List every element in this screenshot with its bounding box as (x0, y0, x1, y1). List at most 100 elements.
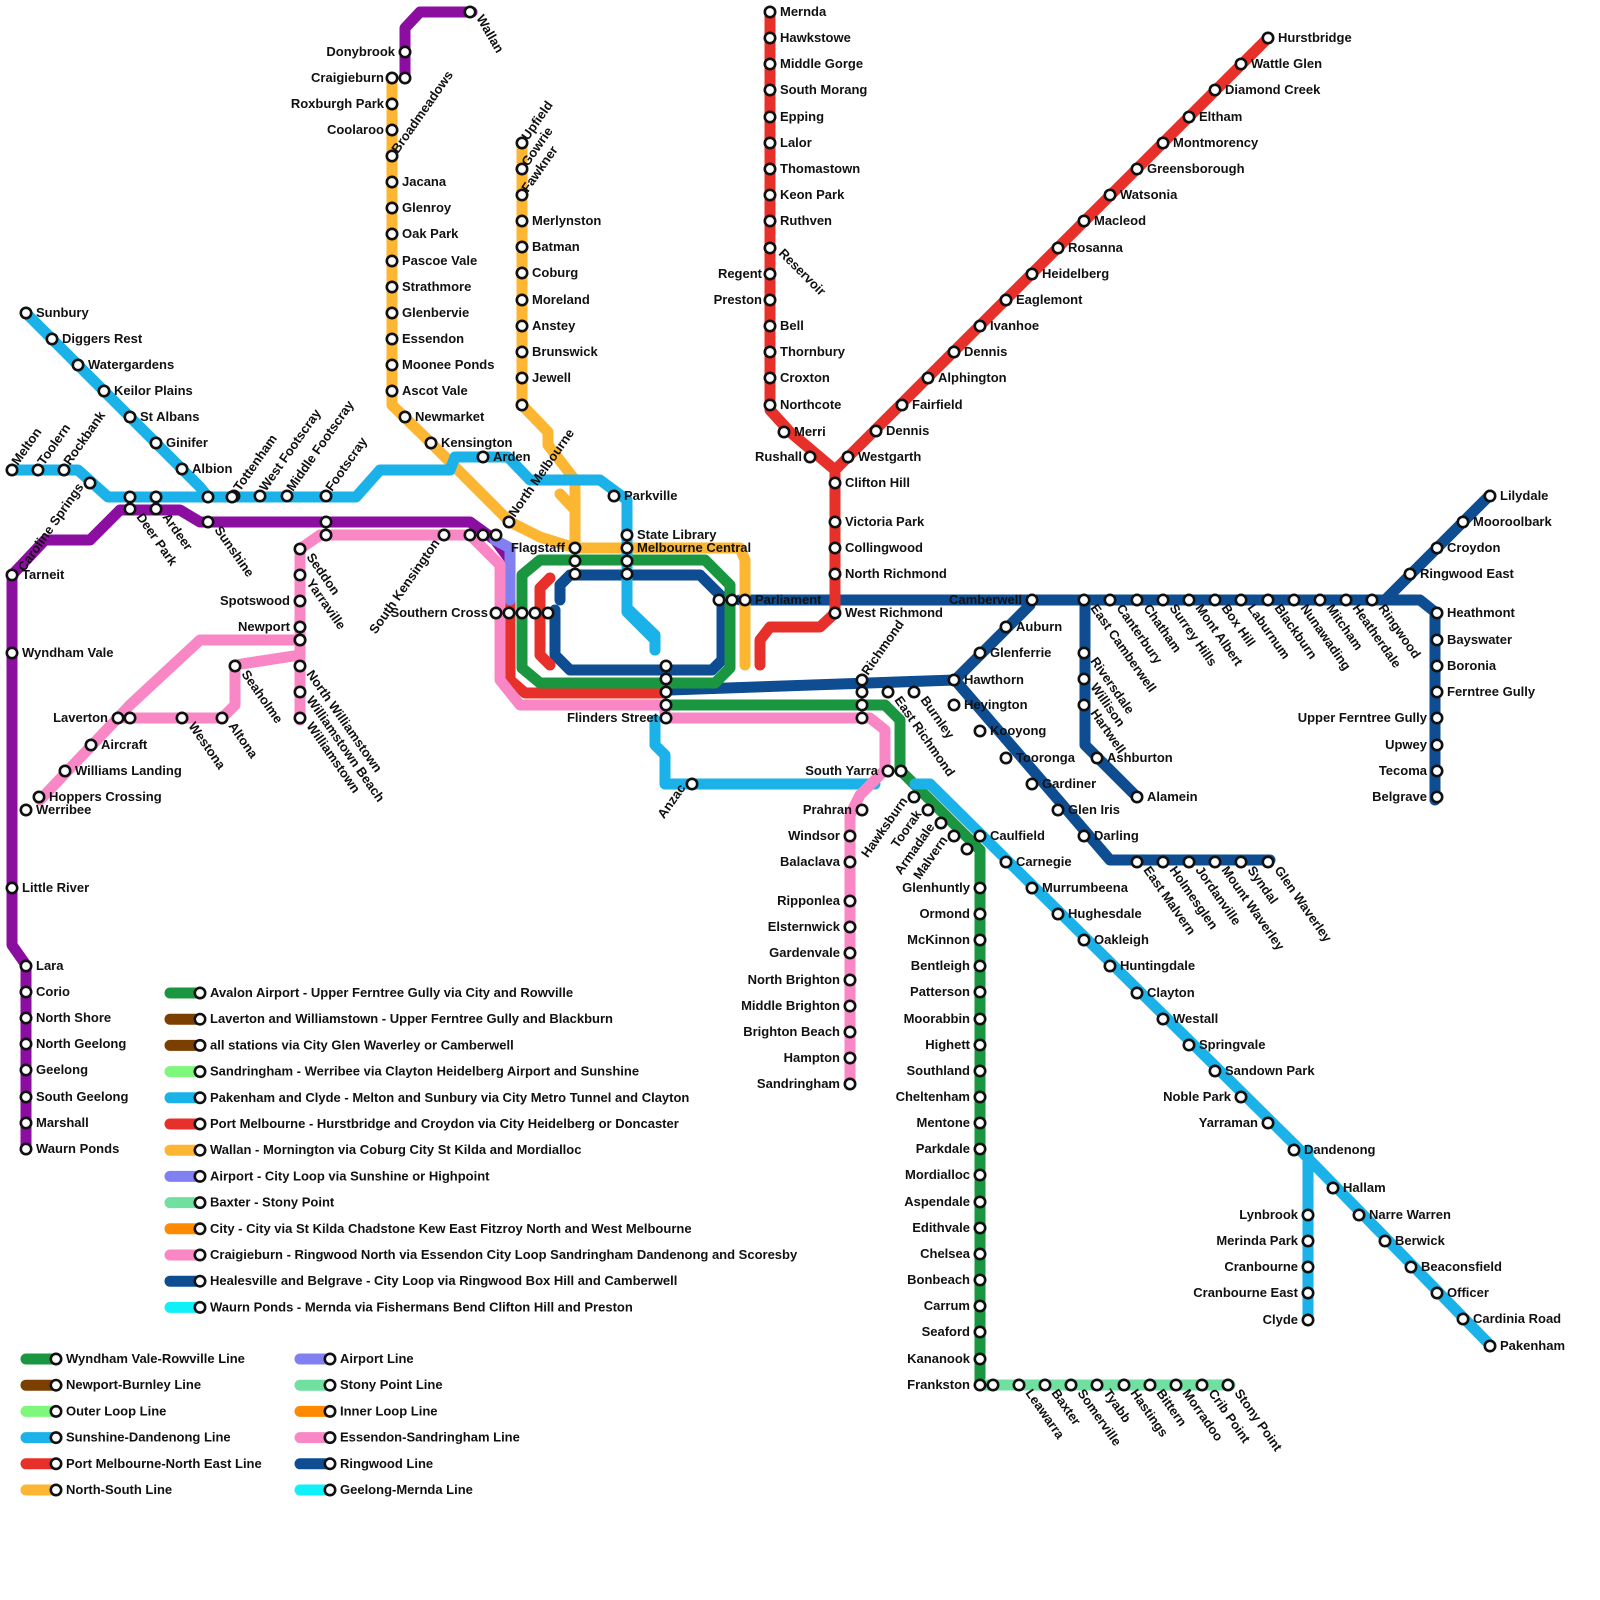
station-label-north-brighton: North Brighton (748, 972, 840, 987)
station-bittern (1143, 1378, 1157, 1392)
station-label-diamond-creek: Diamond Creek (1225, 82, 1321, 97)
station-nunawading (1287, 593, 1301, 607)
station-label-sandringham: Sandringham (757, 1076, 840, 1091)
station-label-carrum: Carrum (924, 1298, 970, 1313)
station-wattle-glen (1234, 57, 1248, 71)
station-label-westgarth: Westgarth (858, 449, 921, 464)
line-legend-entry: Essendon-Sandringham Line (294, 1430, 520, 1445)
station-jacana (385, 175, 399, 189)
legend-station-marker (193, 1300, 207, 1314)
service-legend-entry: all stations via City Glen Waverley or C… (164, 1037, 514, 1052)
station-label-glen-waverley: Glen Waverley (1272, 863, 1336, 945)
station-label-highett: Highett (925, 1037, 970, 1052)
station-prahran (855, 803, 869, 817)
station-label-alphington: Alphington (938, 370, 1007, 385)
station-rockbank (57, 463, 71, 477)
station-northcote (763, 398, 777, 412)
station-lilydale (1483, 489, 1497, 503)
station-label-lara: Lara (36, 958, 64, 973)
station-ripponlea (843, 894, 857, 908)
interchange-station (123, 490, 137, 504)
interchange-station (855, 711, 869, 725)
station-north-geelong (19, 1037, 33, 1051)
station-label-victoria-park: Victoria Park (845, 514, 925, 529)
station-narre-warren (1352, 1208, 1366, 1222)
station-williams-landing (58, 764, 72, 778)
station-label-seaford: Seaford (922, 1324, 970, 1339)
station-tecoma (1430, 764, 1444, 778)
service-legend-entry: Laverton and Williamstown - Upper Ferntr… (164, 1011, 613, 1026)
line-legend-entry: Airport Line (294, 1351, 414, 1366)
station-hawthorn (947, 673, 961, 687)
legend-label: all stations via City Glen Waverley or C… (210, 1037, 514, 1052)
station-label-north-geelong: North Geelong (36, 1036, 126, 1051)
station-label-geelong: Geelong (36, 1062, 88, 1077)
legend-station-marker (323, 1483, 337, 1497)
station-armadale (934, 816, 948, 830)
station-label-caulfield: Caulfield (990, 828, 1045, 843)
station-newport (293, 620, 307, 634)
station-label-ascot-vale: Ascot Vale (402, 383, 468, 398)
legend-label: Wyndham Vale-Rowville Line (66, 1351, 245, 1366)
station-label-eltham: Eltham (1199, 109, 1242, 124)
station-chatham (1130, 593, 1144, 607)
service-legend-entry: Waurn Ponds - Mernda via Fishermans Bend… (164, 1299, 633, 1314)
station-label-altona: Altona (226, 719, 262, 761)
station-label-brunswick: Brunswick (532, 344, 599, 359)
station-label-roxburgh-park: Roxburgh Park (291, 96, 385, 111)
station-mooroolbark (1456, 515, 1470, 529)
station-spotswood (293, 594, 307, 608)
line-legend-entry: Ringwood Line (294, 1456, 433, 1471)
station-reservoir (763, 241, 777, 255)
upfield-orange-route (516, 139, 581, 546)
station-label-anstey: Anstey (532, 318, 576, 333)
legend-label: Port Melbourne-North East Line (66, 1456, 262, 1471)
interchange-station (568, 567, 582, 581)
legend-label: Laverton and Williamstown - Upper Ferntr… (210, 1011, 613, 1026)
station-label-flinders-street: Flinders Street (567, 710, 659, 725)
station-label-alamein: Alamein (1147, 789, 1198, 804)
station-croydon (1430, 541, 1444, 555)
station-rushall (803, 450, 817, 464)
station-label-bentleigh: Bentleigh (911, 958, 970, 973)
station-label-officer: Officer (1447, 1285, 1489, 1300)
interchange-station (855, 685, 869, 699)
station-label-bayswater: Bayswater (1447, 632, 1512, 647)
interchange-station (502, 606, 516, 620)
station-label-darebin: Dennis (964, 344, 1007, 359)
station-label-windsor: Windsor (788, 828, 840, 843)
station-label-kooyong: Kooyong (990, 723, 1046, 738)
station-craigieburn (385, 71, 399, 85)
station-arden (476, 450, 490, 464)
station-coolaroo (385, 123, 399, 137)
station-mont-albert (1182, 593, 1196, 607)
station-hughesdale (1051, 907, 1065, 921)
station-lalor (763, 136, 777, 150)
station-label-lynbrook: Lynbrook (1239, 1207, 1299, 1222)
station-label-sandown-park: Sandown Park (1225, 1063, 1315, 1078)
station-hallam (1326, 1181, 1340, 1195)
station-darebin (947, 345, 961, 359)
station-label-hawthorn: Hawthorn (964, 672, 1024, 687)
anzac-route (649, 714, 881, 790)
station-label-parkdale: Parkdale (916, 1141, 970, 1156)
legend-label: Ringwood Line (340, 1456, 433, 1471)
station-preston (763, 293, 777, 307)
station-stony-point (1221, 1378, 1235, 1392)
station-bonbeach (973, 1273, 987, 1287)
station-label-thomastown: Thomastown (780, 161, 860, 176)
station-crib-point (1195, 1378, 1209, 1392)
station-label-ferntree-gully: Ferntree Gully (1447, 684, 1536, 699)
station-label-reservoir: Reservoir (776, 246, 829, 299)
interchange-station (489, 528, 503, 542)
station-north-williamstown (293, 659, 307, 673)
station-malvern (960, 842, 974, 856)
station-montmorency (1156, 136, 1170, 150)
station-north-brighton (843, 973, 857, 987)
station-epping (763, 110, 777, 124)
station-label-southland: Southland (906, 1063, 970, 1078)
service-legend-entry: Pakenham and Clyde - Melton and Sunbury … (164, 1090, 689, 1105)
station-label-greensborough: Greensborough (1147, 161, 1245, 176)
interchange-station (659, 659, 673, 673)
station-label-fairfield: Fairfield (912, 397, 963, 412)
